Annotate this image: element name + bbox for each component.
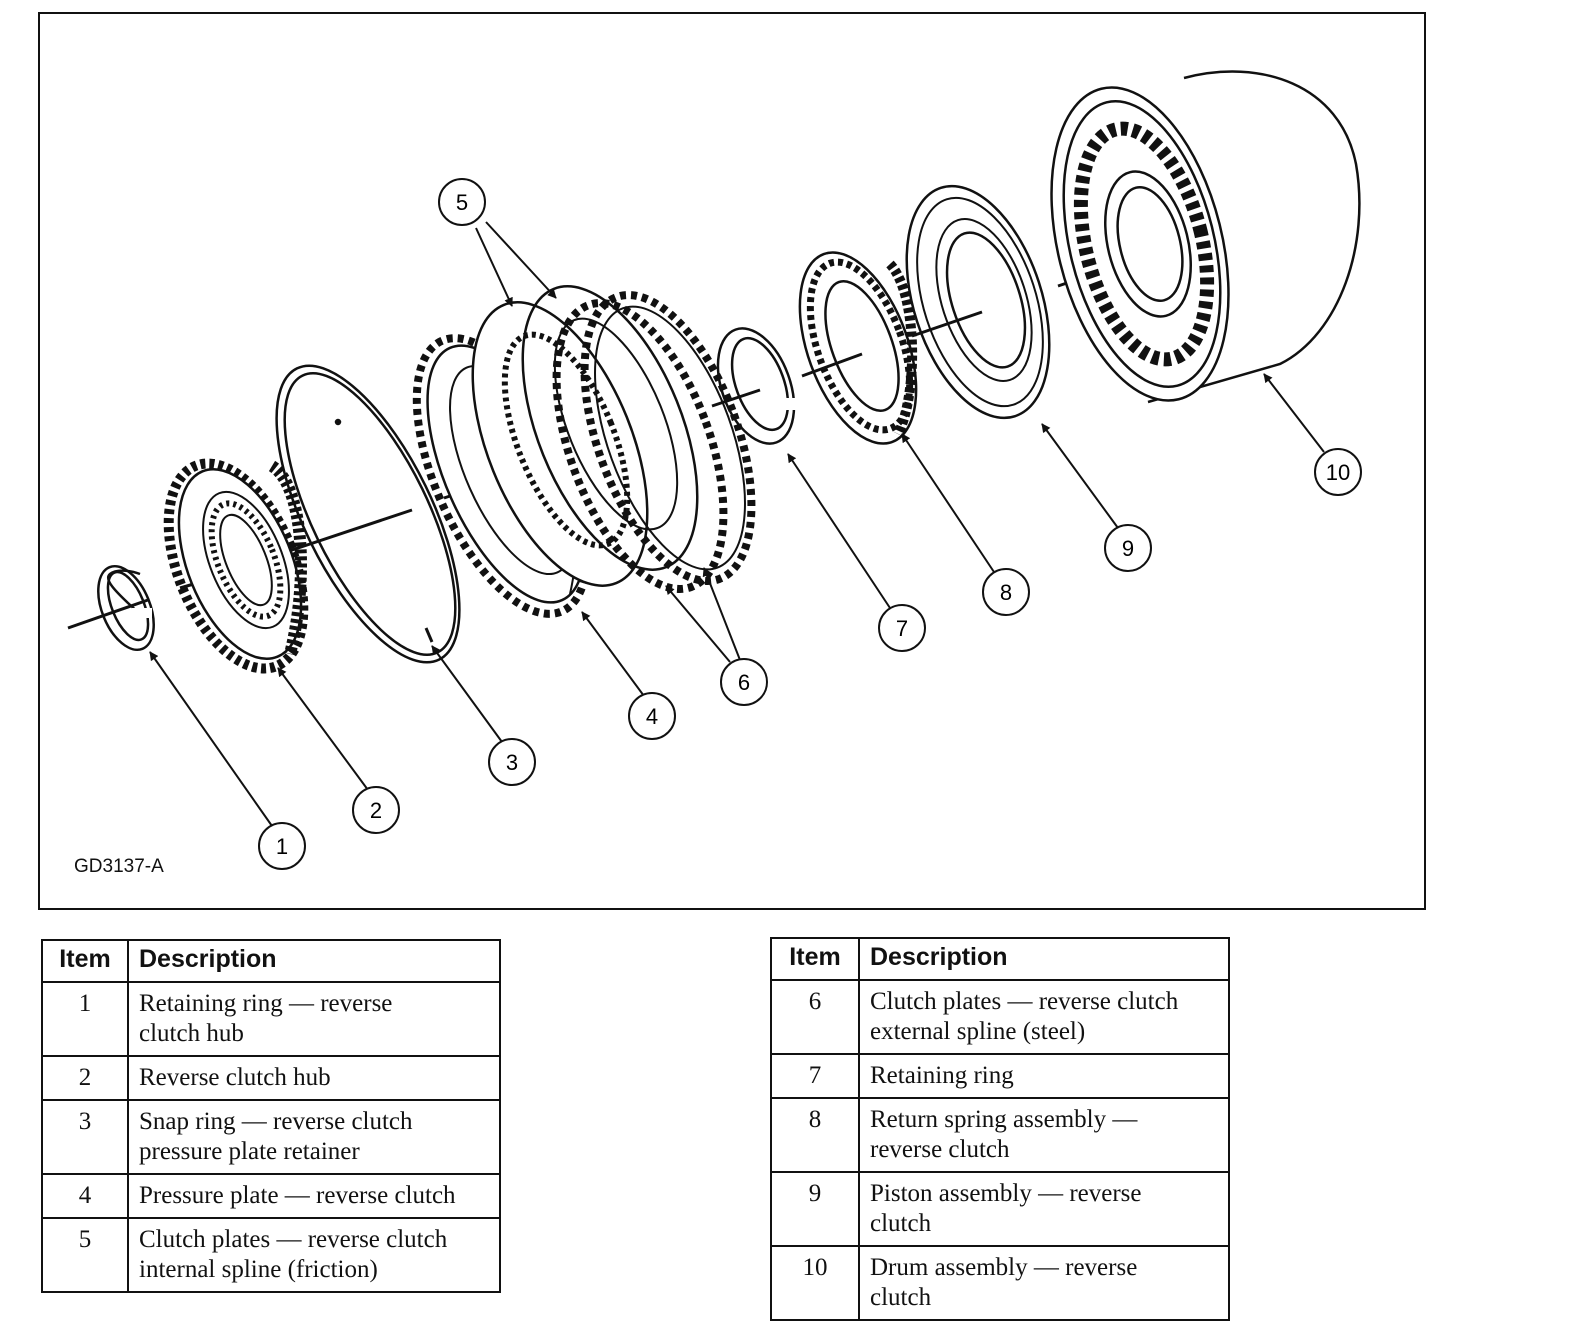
description-line: clutch hub [139, 1020, 244, 1047]
callout-3: 3 [488, 738, 536, 786]
description-line: external spline (steel) [870, 1018, 1086, 1045]
table-row: 1 Retaining ring — reverse clutch hub [41, 981, 501, 1057]
item-description: Retaining ring [858, 1053, 1230, 1099]
callout-5: 5 [438, 178, 486, 226]
item-number: 1 [41, 981, 129, 1057]
item-description: Reverse clutch hub [127, 1055, 501, 1101]
item-description: Pressure plate — reverse clutch [127, 1173, 501, 1219]
description-line: Retaining ring — reverse [139, 990, 393, 1017]
figure-code: GD3137-A [74, 856, 164, 877]
callout-circle [628, 692, 676, 740]
reverse-clutch-hub-part [163, 458, 309, 674]
table-row: 6 Clutch plates — reverse clutch external … [770, 979, 1230, 1055]
column-header-description: Description [858, 937, 1230, 981]
piston-assembly-part [905, 184, 1051, 420]
item-number: 5 [41, 1217, 129, 1293]
item-number: 3 [41, 1099, 129, 1175]
item-description: Snap ring — reverse clutch pressure plate… [127, 1099, 501, 1175]
table-row: 7 Retaining ring [770, 1053, 1230, 1099]
callout-6: 6 [720, 658, 768, 706]
table-row: 10 Drum assembly — reverse clutch [770, 1245, 1230, 1321]
drum-assembly-part [1050, 70, 1361, 404]
callout-circle [1104, 524, 1152, 572]
item-description: Return spring assembly — reverse clutch [858, 1097, 1230, 1173]
callout-number: 5 [456, 190, 468, 215]
table-row: 4 Pressure plate — reverse clutch [41, 1173, 501, 1219]
item-number: 10 [770, 1245, 860, 1321]
callout-circle [352, 786, 400, 834]
leader-arrows [149, 221, 1325, 827]
item-number: 7 [770, 1053, 860, 1099]
callout-9: 9 [1104, 524, 1152, 572]
friction-plates-part [471, 285, 699, 587]
retaining-ring-part [716, 327, 798, 445]
callout-number: 8 [1000, 580, 1012, 605]
callout-1: 1 [258, 822, 306, 870]
callout-circle [720, 658, 768, 706]
callout-labels: 1 2 3 4 5 6 7 8 9 10 [258, 178, 1362, 870]
description-line: internal spline (friction) [139, 1256, 378, 1283]
retaining-ring-hub-part [97, 564, 155, 652]
description-line: Piston assembly — reverse [870, 1180, 1142, 1207]
item-number: 6 [770, 979, 860, 1055]
callout-circle [488, 738, 536, 786]
item-description: Clutch plates — reverse clutch external s… [858, 979, 1230, 1055]
description-line: clutch [870, 1210, 932, 1237]
table-row: 2 Reverse clutch hub [41, 1055, 501, 1101]
table-row: 5 Clutch plates — reverse clutch internal … [41, 1217, 501, 1293]
description-line: clutch [870, 1284, 932, 1311]
item-number: 9 [770, 1171, 860, 1247]
description-line: Clutch plates — reverse clutch [870, 988, 1179, 1015]
exploded-view-diagram: 1 2 3 4 5 6 7 8 9 10 [67, 70, 1362, 870]
item-description: Piston assembly — reverse clutch [858, 1171, 1230, 1247]
callout-number: 6 [738, 670, 750, 695]
description-line: Drum assembly — reverse [870, 1254, 1138, 1281]
description-line: Return spring assembly — [870, 1106, 1138, 1133]
table-row: 9 Piston assembly — reverse clutch [770, 1171, 1230, 1247]
description-line: Pressure plate — reverse clutch [139, 1182, 456, 1209]
callout-8: 8 [982, 568, 1030, 616]
item-number: 8 [770, 1097, 860, 1173]
item-number: 4 [41, 1173, 129, 1219]
description-line: reverse clutch [870, 1136, 1010, 1163]
callout-2: 2 [352, 786, 400, 834]
callout-number: 9 [1122, 536, 1134, 561]
item-description: Drum assembly — reverse clutch [858, 1245, 1230, 1321]
column-header-item: Item [770, 937, 860, 981]
description-line: pressure plate retainer [139, 1138, 360, 1165]
item-description: Retaining ring — reverse clutch hub [127, 981, 501, 1057]
callout-circle [258, 822, 306, 870]
callout-4: 4 [628, 692, 676, 740]
return-spring-assembly-part [798, 251, 918, 445]
description-line: Retaining ring [870, 1062, 1014, 1089]
callout-circle [982, 568, 1030, 616]
callout-number: 10 [1326, 460, 1350, 485]
column-header-description: Description [127, 939, 501, 983]
description-line: Reverse clutch hub [139, 1064, 331, 1091]
callout-number: 2 [370, 798, 382, 823]
callout-7: 7 [878, 604, 926, 652]
column-header-item: Item [41, 939, 129, 983]
callout-circle [1314, 448, 1362, 496]
callout-circle [438, 178, 486, 226]
callout-10: 10 [1314, 448, 1362, 496]
description-line: Clutch plates — reverse clutch [139, 1226, 448, 1253]
table-row: 3 Snap ring — reverse clutch pressure plat… [41, 1099, 501, 1175]
item-number: 2 [41, 1055, 129, 1101]
table-row: 8 Return spring assembly — reverse clutch [770, 1097, 1230, 1173]
callout-number: 4 [646, 704, 658, 729]
callout-circle [878, 604, 926, 652]
item-description: Clutch plates — reverse clutch internal s… [127, 1217, 501, 1293]
steel-plates-part [552, 291, 756, 593]
callout-number: 7 [896, 616, 908, 641]
description-line: Snap ring — reverse clutch [139, 1108, 413, 1135]
callout-number: 3 [506, 750, 518, 775]
exploded-view-figure: 1 2 3 4 5 6 7 8 9 10 GD3137-A [38, 12, 1426, 910]
callout-number: 1 [276, 834, 288, 859]
